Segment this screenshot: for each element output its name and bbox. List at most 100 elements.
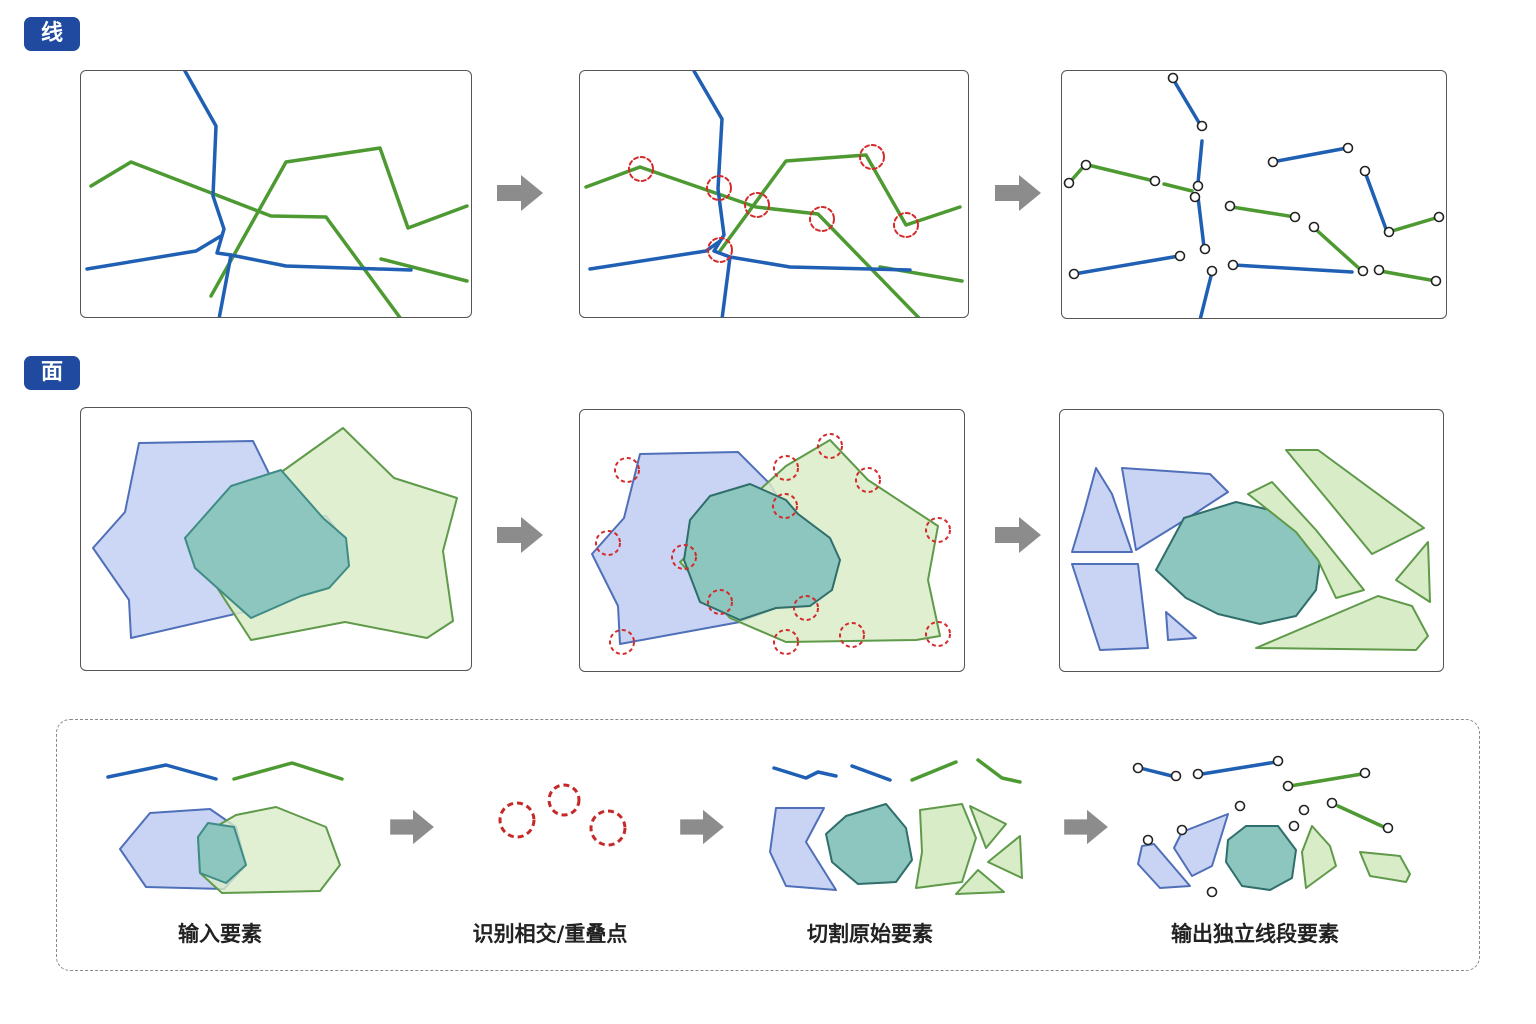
step-label-input: 输入要素 (178, 922, 262, 946)
process-legend-box (56, 719, 1480, 971)
endpoint-marker (1149, 175, 1161, 187)
intersection-marker (614, 457, 640, 483)
intersection-marker (772, 493, 798, 519)
endpoint-marker (1382, 822, 1394, 834)
intersection-marker (817, 433, 843, 459)
endpoint-marker (1227, 259, 1239, 271)
step-label-cut: 切割原始要素 (807, 922, 933, 946)
green-fragment (1247, 481, 1365, 599)
arrow-icon (1064, 809, 1108, 845)
endpoint-marker (1068, 268, 1080, 280)
intersection-marker (498, 801, 536, 839)
green-line-2 (209, 146, 469, 298)
green-line-1 (89, 160, 402, 317)
endpoint-marker (1174, 250, 1186, 262)
overlap-polygon (683, 483, 841, 621)
intersection-marker (925, 621, 951, 647)
step-label-output: 输出独立线段要素 (1171, 922, 1339, 946)
endpoint-marker (1357, 265, 1369, 277)
intersection-marker (893, 212, 919, 238)
step-cut-illustration (769, 758, 1023, 895)
step-input-illustration (106, 761, 344, 894)
polygon-input-panel (80, 407, 472, 671)
arrow-icon (390, 809, 434, 845)
blue-fragment (1071, 563, 1149, 651)
endpoint-marker (1430, 275, 1442, 287)
intersection-marker (628, 156, 654, 182)
endpoint-marker (1196, 120, 1208, 132)
green-fragment (1395, 541, 1431, 603)
endpoint-marker (1383, 226, 1395, 238)
intersection-marker (595, 530, 621, 556)
intersection-marker (773, 455, 799, 481)
green-line-3 (379, 257, 469, 283)
green-line-2 (718, 153, 962, 253)
intersection-marker (744, 192, 770, 218)
endpoint-marker (1234, 800, 1246, 812)
blue-fragment (1121, 467, 1229, 551)
endpoint-marker (1206, 886, 1218, 898)
endpoint-marker (1359, 767, 1371, 779)
endpoint-marker (1142, 834, 1154, 846)
intersection-marker (609, 629, 635, 655)
intersection-marker (839, 622, 865, 648)
arrow-icon (995, 517, 1041, 553)
endpoint-marker (1272, 755, 1284, 767)
endpoint-marker (1308, 221, 1320, 233)
endpoint-marker (1288, 820, 1300, 832)
endpoint-marker (1206, 265, 1218, 277)
endpoint-marker (1289, 211, 1301, 223)
blue-line-3 (728, 255, 912, 272)
blue-line-3 (229, 253, 413, 272)
endpoint-marker (1199, 243, 1211, 255)
endpoint-marker (1326, 797, 1338, 809)
endpoint-marker (1433, 211, 1445, 223)
endpoint-marker (1063, 177, 1075, 189)
blue-line-1 (183, 71, 233, 317)
endpoint-marker (1298, 804, 1310, 816)
endpoint-marker (1192, 180, 1204, 192)
polygon-output-panel (1059, 409, 1444, 672)
endpoint-marker (1224, 200, 1236, 212)
endpoint-marker (1189, 191, 1201, 203)
intersection-marker (707, 237, 733, 263)
line-output-panel (1061, 70, 1447, 319)
intersection-marker (925, 517, 951, 543)
line-section-tag: 线 (24, 17, 80, 51)
endpoint-marker (1359, 165, 1371, 177)
step-label-detect: 识别相交/重叠点 (472, 922, 628, 946)
intersection-marker (707, 589, 733, 615)
blue-fragment (1165, 611, 1197, 641)
green-fragment (1255, 595, 1429, 651)
intersection-marker (589, 809, 627, 847)
overlap-polygon (184, 469, 350, 619)
endpoint-marker (1167, 72, 1179, 84)
intersection-marker (547, 783, 581, 817)
step-output-illustration (1132, 755, 1411, 898)
arrow-icon (680, 809, 724, 845)
endpoint-marker (1170, 770, 1182, 782)
arrow-icon (497, 175, 543, 211)
blue-fragment (1071, 467, 1133, 553)
blue-line-2 (588, 239, 722, 271)
intersection-marker (855, 467, 881, 493)
intersection-marker (859, 144, 885, 170)
intersection-marker (793, 595, 819, 621)
endpoint-marker (1132, 762, 1144, 774)
endpoint-marker (1373, 264, 1385, 276)
green-fragment (1285, 449, 1425, 555)
endpoint-marker (1282, 780, 1294, 792)
polygon-detect-panel (579, 409, 965, 672)
blue-line-2 (85, 234, 223, 271)
green-line-1 (584, 165, 921, 317)
overlap-fragment (1155, 501, 1321, 625)
arrow-icon (995, 175, 1041, 211)
step-detect-illustration (498, 783, 627, 847)
endpoint-marker (1080, 159, 1092, 171)
arrow-icon (497, 517, 543, 553)
endpoint-marker (1267, 156, 1279, 168)
intersection-marker (809, 206, 835, 232)
endpoint-marker (1176, 824, 1188, 836)
polygon-section-tag: 面 (24, 356, 80, 390)
intersection-marker (706, 175, 732, 201)
